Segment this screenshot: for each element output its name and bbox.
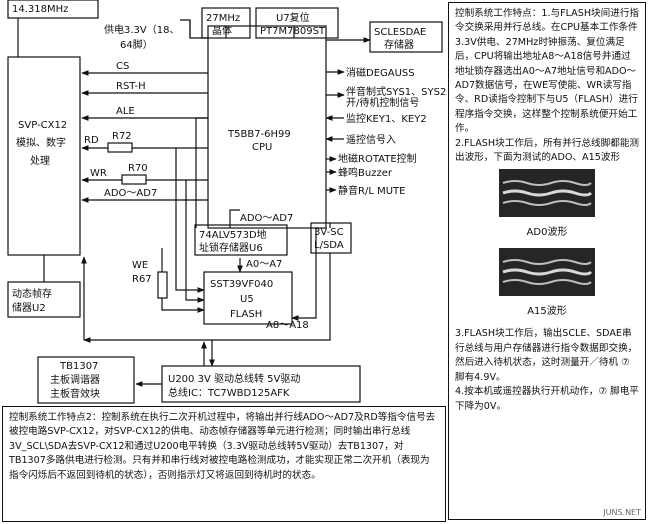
latch-label-1: 74ALV573D地 xyxy=(199,228,267,241)
eeprom-label-1: SCLESDAE xyxy=(374,27,426,38)
crystal-label-2: 晶体 xyxy=(212,25,232,37)
tb1307-label-1: TB1307 xyxy=(59,361,98,372)
right-para-1: 控制系统工作特点：1.与FLASH块间进行指令交换采用并行总线。在CPU基本工作… xyxy=(455,8,640,135)
latch-label-2: 址锁存储器U6 xyxy=(199,241,263,254)
svp-label-3: 处理 xyxy=(30,155,50,167)
right-para-4: 4.按本机或遥控器执行开机动作，⑦ 脚电平下降为0V。 xyxy=(455,386,639,412)
ad0-waveform-image xyxy=(499,169,595,218)
signal-r70: R70 xyxy=(128,163,148,174)
flash-label-1: SST39VF040 xyxy=(210,279,273,290)
reset-label-2: PT7M7809ST xyxy=(260,26,326,37)
reset-ic-block xyxy=(255,7,339,39)
signal-ado-2: ADO～AD7 xyxy=(240,213,293,224)
resistor-r67 xyxy=(157,271,168,299)
right-note-panel: 控制系统工作特点：1.与FLASH块间进行指令交换采用并行总线。在CPU基本工作… xyxy=(448,2,646,520)
resistor-r70 xyxy=(121,174,147,185)
output-ir: 遥控信号入 xyxy=(346,133,396,146)
signal-rst: RST-H xyxy=(116,81,146,92)
signal-a0a7: A0～A7 xyxy=(246,259,282,270)
a15-waveform-image xyxy=(499,248,595,297)
power-label-1: 供电3.3V（18、 xyxy=(104,23,179,36)
ad0-caption: AD0波形 xyxy=(526,227,568,239)
crystal-label-1: 27MHz xyxy=(206,13,240,24)
signal-r67: R67 xyxy=(132,274,152,285)
i2c-label-1: 3V-SC xyxy=(314,227,344,238)
tb1307-label-2: 主板调谐器 xyxy=(50,373,100,386)
wire-i2c-svp xyxy=(83,253,331,343)
control-system-block-diagram: 14.318MHz SVP-CX12 模拟、数字 处理 T5BB7-6H99 C… xyxy=(7,0,446,404)
u200-label-1: U200 3V 驱动总线转 5V驱动 xyxy=(168,372,300,385)
watermark: JUNS.NET xyxy=(603,508,641,517)
wire-we-flash xyxy=(161,298,205,313)
resistor-r72 xyxy=(107,142,133,153)
output-sys-2: 开/待机控制信号 xyxy=(346,96,419,109)
flash-label-2: U5 xyxy=(240,294,254,305)
output-key: 监控KEY1、KEY2 xyxy=(346,112,427,125)
signal-ale: ALE xyxy=(116,106,135,117)
clock-14mhz-block xyxy=(7,0,99,19)
signal-a8a18: A8～A18 xyxy=(266,320,309,331)
flash-label-3: FLASH xyxy=(230,309,262,320)
ad0-waveform-trace xyxy=(499,169,595,218)
wire-wr-flash xyxy=(185,180,205,303)
output-buzzer: 蜂鸣Buzzer xyxy=(338,166,393,179)
cpu-label-1: T5BB7-6H99 xyxy=(227,129,291,140)
output-mute: 静音R/L MUTE xyxy=(338,184,405,197)
signal-we: WE xyxy=(132,260,148,271)
signal-wr: WR xyxy=(90,168,107,179)
tb1307-block xyxy=(37,356,135,404)
output-sys-1: 伴音制式SYS1、SYS2 xyxy=(346,85,446,98)
wire-ado-latch xyxy=(229,209,240,228)
bottom-note-panel: 控制系统工作特点2：控制系统在执行二次开机过程中，将输出并行线ADO～AD7及R… xyxy=(2,406,446,522)
reset-label-1: U7复位 xyxy=(276,11,310,24)
svp-label-1: SVP-CX12 xyxy=(18,120,67,131)
address-latch-block xyxy=(194,224,288,256)
output-degauss: 消磁DEGAUSS xyxy=(346,66,415,79)
wire-power-cpu xyxy=(180,19,208,39)
power-label-2: 64脚） xyxy=(120,38,153,51)
u200-label-2: 总线IC：TC7WBD125AFK xyxy=(168,386,290,399)
cpu-label-2: CPU xyxy=(252,142,272,153)
frame-memory-label-1: 动态帧存 xyxy=(12,287,52,300)
output-rotate: 地磁ROTATE控制 xyxy=(338,152,417,165)
right-para-2: 2.FLASH块工作后，所有并行总线脚都能测出波形，下面为测试的ADO、A15波… xyxy=(455,137,640,164)
right-para-3: 3.FLASH块工作后，输出SCLE、SDAE串行总线与用户存储器进行指令数据即… xyxy=(455,328,638,383)
a15-caption: A15波形 xyxy=(527,306,567,318)
tb1307-label-3: 主板音效块 xyxy=(50,387,100,400)
bottom-note-text: 控制系统工作特点2：控制系统在执行二次开机过程中，将输出并行线ADO～AD7及R… xyxy=(9,412,436,481)
eeprom-block xyxy=(369,21,443,53)
eeprom-label-2: 存储器 xyxy=(384,38,414,51)
svp-label-2: 模拟、数字 xyxy=(16,136,66,149)
signal-rd: RD xyxy=(84,135,99,146)
frame-memory-label-2: 储器U2 xyxy=(12,301,46,314)
i2c-label-2: L/SDA xyxy=(314,240,344,251)
clock-label: 14.318MHz xyxy=(12,4,68,15)
cpu-block xyxy=(207,25,327,229)
wire-a8a18 xyxy=(291,228,317,321)
signal-r72: R72 xyxy=(112,131,132,142)
a15-waveform-trace xyxy=(499,248,595,297)
signal-cs: CS xyxy=(116,61,129,72)
wire-ale-vertical xyxy=(195,117,208,228)
wire-rd-flash xyxy=(175,148,205,293)
i2c-label-box xyxy=(310,222,352,254)
signal-ado: ADO～AD7 xyxy=(104,188,157,199)
